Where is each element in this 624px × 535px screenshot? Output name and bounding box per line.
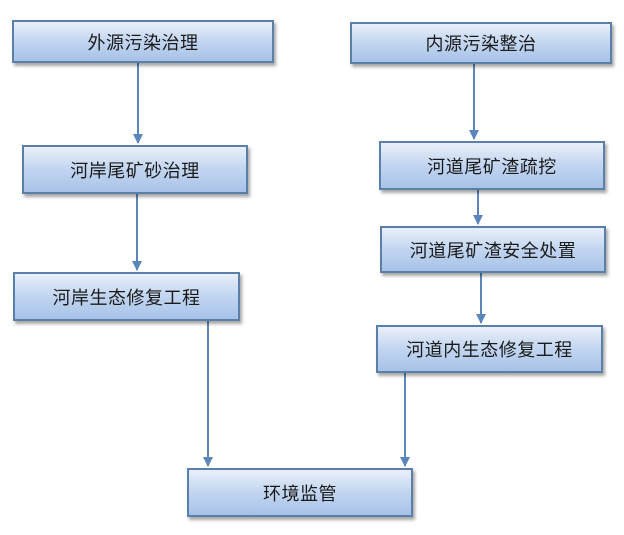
node-channel-ecology: 河道内生态修复工程 [376,325,603,373]
node-env-monitoring: 环境监管 [187,468,413,517]
node-shore-ecology: 河岸生态修复工程 [13,272,240,321]
node-external-pollution: 外源污染治理 [12,20,274,63]
node-channel-dredging: 河道尾矿渣疏挖 [379,141,605,190]
node-shore-tailings: 河岸尾矿砂治理 [22,145,248,194]
node-internal-pollution: 内源污染整治 [350,22,612,64]
node-channel-disposal: 河道尾矿渣安全处置 [380,226,606,273]
